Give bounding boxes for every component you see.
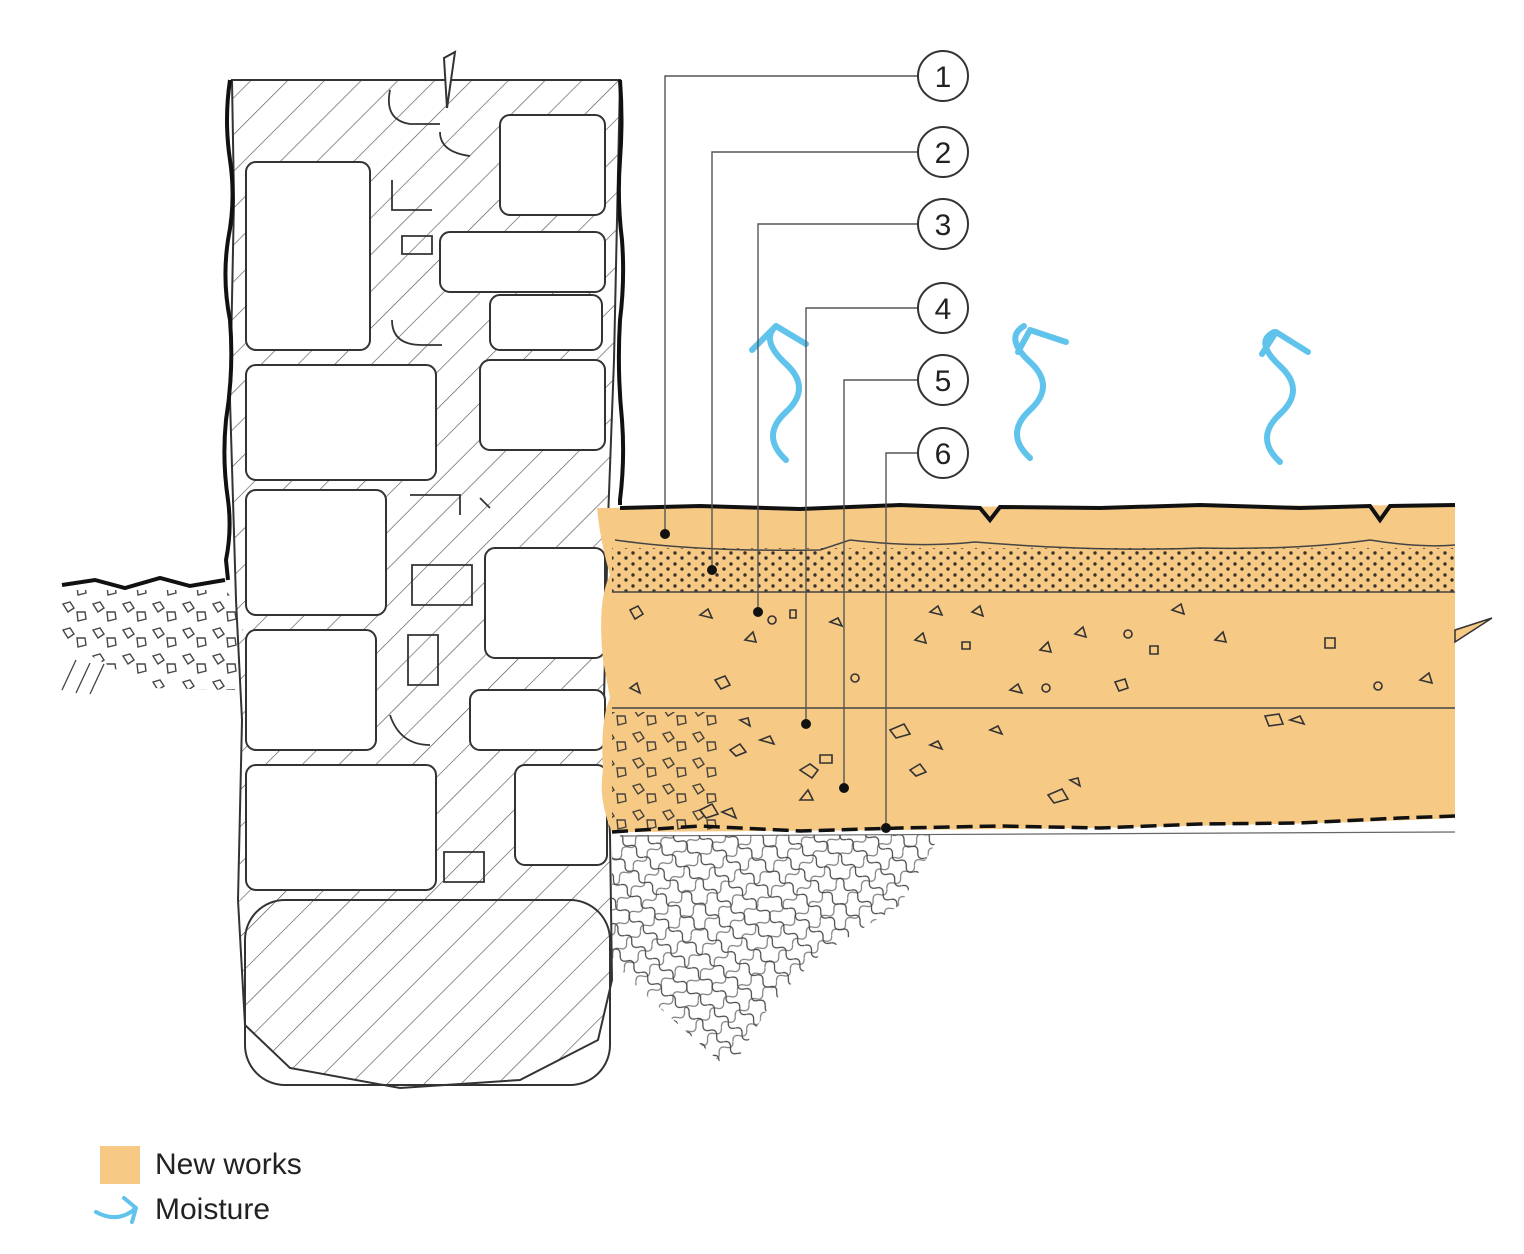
subsoil: [612, 835, 940, 1062]
leader-dots: [660, 529, 891, 833]
legend-label-new-works: New works: [155, 1148, 302, 1181]
new-works-floor: [597, 502, 1493, 837]
callout-1: 1: [917, 50, 969, 102]
callout-6: 6: [917, 427, 969, 479]
stone-wall: [222, 50, 626, 1090]
floor-aggregate-marks: [628, 602, 1434, 820]
floor-finish-line: [619, 502, 1456, 524]
moisture-legend-arrow-icon: [94, 1196, 138, 1224]
moisture-arrow-2: [1012, 323, 1069, 461]
callout-4: 4: [917, 282, 969, 334]
callout-label-3: 3: [935, 209, 952, 242]
coarse-aggregate-layer: [612, 712, 722, 830]
callout-label-4: 4: [935, 293, 952, 326]
moisture-arrows: [749, 323, 1311, 465]
legend-label-moisture: Moisture: [155, 1193, 270, 1226]
membrane-line: [611, 814, 1456, 834]
sand-layer: [612, 548, 1455, 592]
callout-label-6: 6: [935, 438, 952, 471]
legend-item-moisture: Moisture: [94, 1193, 270, 1226]
callout-5: 5: [917, 354, 969, 406]
new-works-swatch: [100, 1146, 140, 1184]
floor-break-mark: [1454, 617, 1493, 644]
legend: New works Moisture: [94, 1146, 302, 1226]
callout-label-5: 5: [935, 365, 952, 398]
callout-2: 2: [917, 126, 969, 178]
membrane-underline: [619, 831, 1456, 837]
legend-item-new-works: New works: [100, 1146, 302, 1184]
leader-lines: [664, 75, 918, 828]
callout-label-2: 2: [935, 137, 952, 170]
exterior-ground: [61, 575, 245, 695]
callout-label-1: 1: [935, 61, 952, 94]
moisture-arrow-1: [749, 323, 809, 463]
moisture-arrow-3: [1259, 329, 1311, 465]
callout-3: 3: [917, 198, 969, 250]
